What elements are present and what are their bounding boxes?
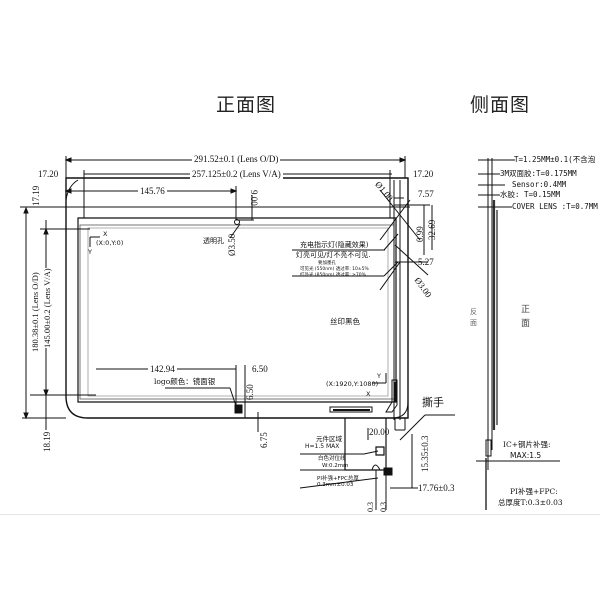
ink-hole-label: 要加墨孔 bbox=[318, 261, 336, 266]
side-view-drawing bbox=[476, 158, 560, 510]
dim-fpc-length: 15.35±0.3 bbox=[420, 435, 430, 472]
dim-lens-va-width: 257.125±0.2 (Lens V/A) bbox=[190, 169, 283, 179]
origin-axis-x: X bbox=[103, 230, 108, 238]
dim-logo-offset-x: 142.94 bbox=[148, 364, 177, 374]
side-layer-cover-lens: COVER LENS :T=0.7MM bbox=[512, 202, 598, 211]
front-view-title: 正面图 bbox=[216, 94, 277, 116]
viewing-area-outer bbox=[78, 218, 396, 402]
infrared-spec: 红外光 (850nm) 透过率: ≥70% bbox=[300, 273, 366, 278]
ic-stiffener-label: IC+钢片补强: bbox=[503, 440, 551, 449]
dim-logo-height: 6.50 bbox=[245, 384, 255, 400]
origin-coord: (X:0,Y:0) bbox=[96, 239, 124, 247]
logo-mark bbox=[235, 405, 242, 413]
back-side-label: 反面 bbox=[470, 308, 477, 327]
side-layer-sensor: Sensor:0.4MM bbox=[512, 180, 567, 189]
transparent-hole bbox=[234, 219, 240, 225]
side-layer-total: T=1.25MM±0.1(不含泡 bbox=[514, 155, 596, 164]
end-axis-y: Y bbox=[377, 372, 381, 380]
dim-logo-offset-y: 6.75 bbox=[259, 432, 269, 448]
page-bottom-margin bbox=[0, 514, 600, 601]
dim-led-offset-x: 7.57 bbox=[418, 189, 434, 199]
ic-stiffener-max: MAX:1.5 bbox=[510, 451, 542, 460]
dim-hole-offset-x: 145.76 bbox=[138, 186, 167, 196]
lens-outline bbox=[66, 178, 408, 418]
end-coord: (X:1920,Y:1080) bbox=[326, 380, 379, 388]
side-layer-oca: 水胶: T=0.15MM bbox=[500, 190, 561, 199]
end-axis-x: X bbox=[366, 390, 371, 398]
silkscreen-label: 丝印黑色 bbox=[330, 317, 360, 326]
origin-axis-y: Y bbox=[88, 248, 92, 256]
front-side-label: 正面 bbox=[521, 305, 531, 329]
side-view-title: 侧面图 bbox=[470, 94, 531, 116]
transparent-hole-label: 透明孔 bbox=[203, 237, 224, 245]
logo-color-label: logo颜色：镜面银 bbox=[154, 377, 216, 386]
dim-led-offset-y2: 32.69 bbox=[427, 219, 437, 240]
white-line-label: 白色对位线 bbox=[318, 456, 346, 462]
white-line-width: W:0.2mm bbox=[322, 463, 349, 469]
dim-top-margin: 17.19 bbox=[31, 185, 41, 206]
dim-bottom-margin: 18.19 bbox=[42, 431, 52, 452]
charge-indicator-note: 灯亮可见/灯不亮不可见. bbox=[296, 251, 371, 259]
side-layer-adhesive: 3M双面胶:T=0.175MM bbox=[500, 169, 577, 178]
dim-lens-od-width: 291.52±0.1 (Lens O/D) bbox=[192, 154, 281, 164]
dim-left-margin: 17.20 bbox=[38, 169, 59, 179]
pi-fpc-label: PI补强+FPC总厚 bbox=[317, 476, 359, 482]
charge-indicator-label: 充电指示灯(隐藏效果) bbox=[300, 241, 369, 249]
visible-light-spec: 可见光 (550nm) 透过率: 10±5% bbox=[300, 267, 369, 272]
dim-fpc-offset: 20.00 bbox=[369, 427, 390, 437]
dim-fpc-small-1: 0.3 bbox=[366, 502, 375, 512]
dim-right-margin: 17.20 bbox=[413, 169, 434, 179]
dim-fpc-width: 17.76±0.3 bbox=[418, 483, 455, 493]
pi-stiffener-thickness: 总厚度T:0.3±0.03 bbox=[498, 498, 563, 507]
dim-lens-od-height: 180.38±0.1 (Lens O/D) bbox=[30, 272, 40, 352]
pi-fpc-thickness: 0.3mm±0.03 bbox=[317, 482, 354, 488]
dim-lens-va-height: 145.00±0.2 (Lens V/A) bbox=[42, 268, 52, 348]
dim-hole-offset-y: 9.00 bbox=[249, 190, 259, 206]
dim-led-offset-x2: 5.27 bbox=[418, 257, 434, 267]
tear-tab-label: 撕手 bbox=[422, 396, 444, 409]
dim-led-offset-y1: 0.99 bbox=[415, 226, 425, 242]
dim-logo-width: 6.50 bbox=[252, 364, 268, 374]
dim-hole-diameter: Ø3.50 bbox=[227, 233, 237, 256]
pi-stiffener-label: PI补强+FPC: bbox=[510, 487, 558, 496]
component-area-label: 元件区域 bbox=[316, 435, 342, 443]
dim-fpc-small-2: 0.3 bbox=[379, 502, 388, 512]
component-height-label: H=1.5 MAX bbox=[305, 443, 340, 450]
